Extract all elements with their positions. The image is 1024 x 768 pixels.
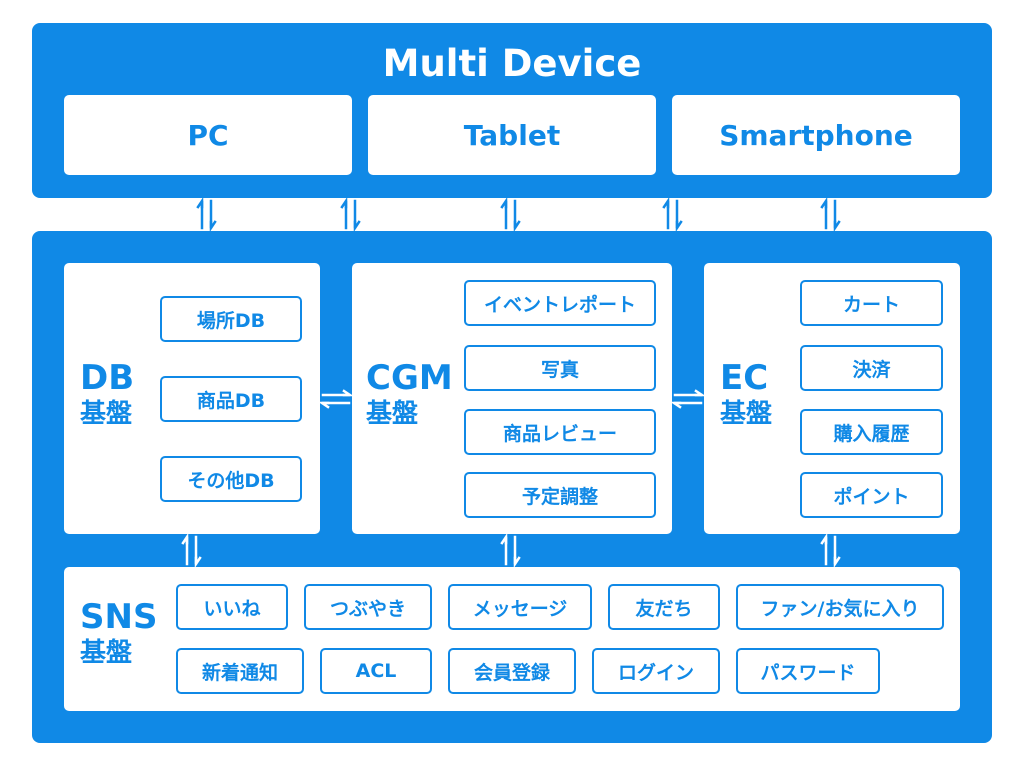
sns-item-acl: ACL <box>320 648 432 694</box>
cgm-item-schedule: 予定調整 <box>464 472 656 518</box>
sns-item-message: メッセージ <box>448 584 592 630</box>
ec-item-payment: 決済 <box>800 345 943 391</box>
sns-item-login: ログイン <box>592 648 720 694</box>
sns-item-tweet: つぶやき <box>304 584 432 630</box>
device-tablet: Tablet <box>368 95 656 175</box>
ec-label-en: EC <box>720 358 769 398</box>
bidirectional-horizontal-arrow-icon <box>672 389 704 409</box>
ec-item-points: ポイント <box>800 472 943 518</box>
db-item-product: 商品DB <box>160 376 302 422</box>
cgm-item-photo: 写真 <box>464 345 656 391</box>
cgm-label-ja: 基盤 <box>366 398 419 429</box>
db-item-location: 場所DB <box>160 296 302 342</box>
db-block-label: DB 基盤 <box>80 358 135 429</box>
sns-label-en: SNS <box>80 597 158 637</box>
bidirectional-vertical-arrow-icon <box>662 198 683 231</box>
cgm-item-event-report: イベントレポート <box>464 280 656 326</box>
sns-item-registration: 会員登録 <box>448 648 576 694</box>
device-pc: PC <box>64 95 352 175</box>
ec-item-cart: カート <box>800 280 943 326</box>
sns-item-password: パスワード <box>736 648 880 694</box>
ec-block-label: EC 基盤 <box>720 358 773 429</box>
sns-item-friends: 友だち <box>608 584 720 630</box>
db-label-en: DB <box>80 358 135 398</box>
ec-item-purchase-history: 購入履歴 <box>800 409 943 455</box>
cgm-block-label: CGM 基盤 <box>366 358 453 429</box>
bidirectional-horizontal-arrow-icon <box>320 389 352 409</box>
bidirectional-vertical-arrow-icon <box>500 198 521 231</box>
sns-item-new-notification: 新着通知 <box>176 648 304 694</box>
cgm-item-product-review: 商品レビュー <box>464 409 656 455</box>
bidirectional-vertical-arrow-icon <box>820 198 841 231</box>
bidirectional-vertical-arrow-icon <box>500 534 521 567</box>
bidirectional-vertical-arrow-icon <box>820 534 841 567</box>
db-label-ja: 基盤 <box>80 398 133 429</box>
db-item-other: その他DB <box>160 456 302 502</box>
sns-block-label: SNS 基盤 <box>80 597 158 668</box>
cgm-label-en: CGM <box>366 358 453 398</box>
ec-label-ja: 基盤 <box>720 398 773 429</box>
bidirectional-vertical-arrow-icon <box>196 198 217 231</box>
bidirectional-vertical-arrow-icon <box>340 198 361 231</box>
sns-label-ja: 基盤 <box>80 637 133 668</box>
device-smartphone: Smartphone <box>672 95 960 175</box>
sns-item-fan-favorite: ファン/お気に入り <box>736 584 944 630</box>
multi-device-title: Multi Device <box>382 42 642 85</box>
bidirectional-vertical-arrow-icon <box>181 534 202 567</box>
sns-item-like: いいね <box>176 584 288 630</box>
